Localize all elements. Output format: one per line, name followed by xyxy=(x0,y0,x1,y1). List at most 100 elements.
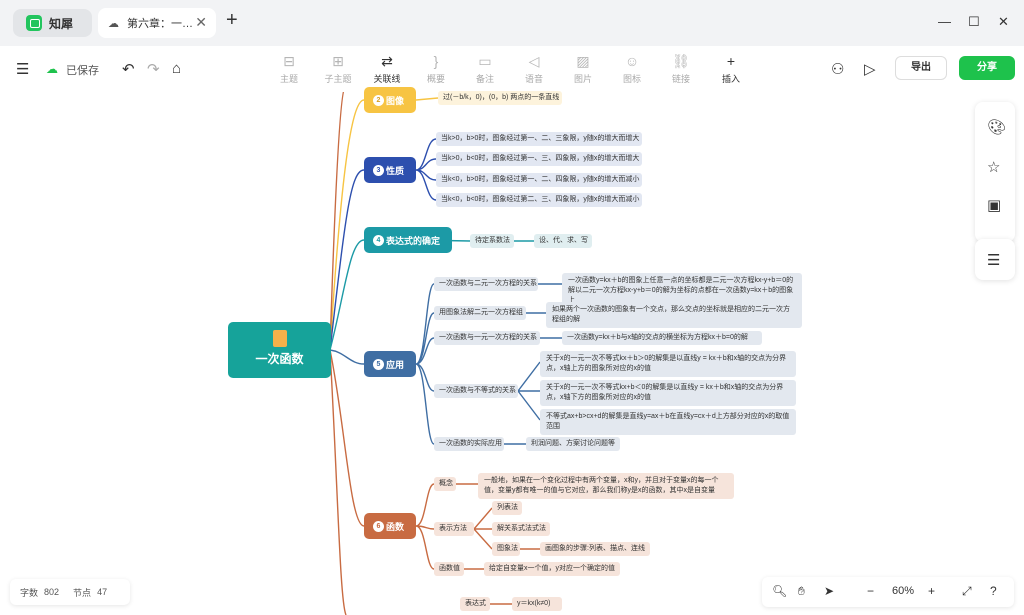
tool-7-button[interactable]: ☺图标 xyxy=(612,52,652,85)
tool-9-button[interactable]: +插入 xyxy=(711,52,751,85)
link-root-image xyxy=(329,99,365,351)
tool-label: 图片 xyxy=(573,74,592,84)
tool-icon: } xyxy=(433,53,439,69)
root-node[interactable]: 一次函数 xyxy=(228,322,331,378)
leaf-app-graphical-detail[interactable]: 如果两个一次函数的图象有一个交点，那么交点的坐标就是相应的二元一次方程组的解 xyxy=(546,302,802,328)
leaf-func-value-detail[interactable]: 给定自变量x一个值，y对应一个确定的值 xyxy=(484,562,620,576)
leaf-image-line[interactable]: 过(－b/k，0)，(0，b) 两点的一条直线 xyxy=(438,91,562,105)
leaf-property-3[interactable]: 当k<0，b>0时，图象经过第一、二、四象限，y随x的增大而减小 xyxy=(436,173,642,187)
new-tab-button[interactable]: + xyxy=(226,9,238,31)
export-button[interactable]: 导出 xyxy=(895,56,947,80)
tool-label: 子主题 xyxy=(324,74,352,84)
search-icon[interactable]: 🔍︎ xyxy=(772,584,788,598)
save-status: 已保存 xyxy=(66,65,99,77)
undo-icon[interactable]: ↶ xyxy=(122,61,135,78)
node-number-badge: 3 xyxy=(373,164,384,176)
right-side-panel: 🎨︎ ☆ ▣ xyxy=(975,102,1015,242)
leaf-app-inequality-gt[interactable]: 关于x的一元一次不等式kx＋b＞0的解集是以直线y = kx＋b和x轴的交点为分… xyxy=(540,351,796,377)
node-label: 图像 xyxy=(386,95,405,106)
leaf-app-inequality-lt[interactable]: 关于x的一元一次不等式kx+b＜0的解集是以直线y = kx＋b和x轴的交点为分… xyxy=(540,380,796,406)
link-root-application xyxy=(329,349,365,365)
leaf-app-inequality-range[interactable]: 不等式ax+b>cx+d的解集是直线y=ax＋b在直线y=cx＋d上方部分对应的… xyxy=(540,409,796,435)
leaf-app-practical[interactable]: 一次函数的实际应用 xyxy=(434,437,504,451)
node-count-label: 节点 xyxy=(73,587,92,598)
document-tab[interactable]: ☁第六章：一…✕ xyxy=(98,8,216,38)
hand-icon[interactable]: ✋︎ xyxy=(798,584,805,598)
leaf-expression-bottom[interactable]: 表达式 xyxy=(460,597,490,611)
minimize-button[interactable]: — xyxy=(938,14,951,29)
leaf-property-1[interactable]: 当k>0，b>0时，图象经过第一、二、三象限，y随x的增大而增大 xyxy=(436,132,642,146)
leaf-expression-steps[interactable]: 设、代、求、写 xyxy=(534,234,592,248)
tool-label: 概要 xyxy=(426,74,445,84)
tool-0-button[interactable]: ⊟主题 xyxy=(269,52,309,85)
leaf-func-graph[interactable]: 图象法 xyxy=(492,542,520,556)
title-bar: 知犀 ☁第六章：一…✕ + — ☐ ✕ xyxy=(0,0,1024,46)
leaf-app-linear-equation[interactable]: 一次函数与一元一次方程的关系 xyxy=(434,331,540,345)
zoom-in-button[interactable]: + xyxy=(928,584,936,598)
tool-3-button[interactable]: } 概要 xyxy=(416,52,456,85)
app-name: 知犀 xyxy=(49,16,74,31)
share-button[interactable]: 分享 xyxy=(959,56,1015,80)
leaf-func-graph-steps[interactable]: 画图象的步骤:列表、描点、连线 xyxy=(540,542,650,556)
leaf-app-equation-relation[interactable]: 一次函数与二元一次方程的关系 xyxy=(434,277,538,291)
tool-icon: ⇄ xyxy=(381,53,393,69)
cloud-icon: ☁ xyxy=(108,17,119,30)
maximize-button[interactable]: ☐ xyxy=(968,14,980,29)
collaborate-icon[interactable]: ⚇ xyxy=(831,61,845,78)
link-root-property xyxy=(329,169,365,351)
theme-palette-icon[interactable]: 🎨︎ xyxy=(987,119,1007,136)
present-icon[interactable]: ▷ xyxy=(864,61,876,78)
pointer-icon[interactable]: ➤ xyxy=(824,584,835,598)
fit-screen-icon[interactable]: ⤢ xyxy=(962,584,972,598)
app-logo-icon xyxy=(26,15,42,31)
node-number-badge: 6 xyxy=(373,520,384,532)
leaf-func-table[interactable]: 列表法 xyxy=(492,501,522,515)
leaf-func-concept-detail[interactable]: 一般地，如果在一个变化过程中有两个变量，x和y，并且对于变量x的每一个值，变量y… xyxy=(478,473,734,499)
tool-5-button[interactable]: ◁语音 xyxy=(514,52,554,85)
tool-label: 备注 xyxy=(475,74,494,84)
tool-4-button[interactable]: ▭ 备注 xyxy=(465,52,505,85)
close-window-button[interactable]: ✕ xyxy=(998,14,1009,29)
tool-icon: ▭ xyxy=(478,53,492,69)
style-star-icon[interactable]: ☆ xyxy=(987,159,1001,176)
leaf-expression-method[interactable]: 待定系数法 xyxy=(470,234,514,248)
status-bar: 字数 802 节点 47 xyxy=(10,579,130,605)
app-home-tab[interactable]: 知犀 xyxy=(13,9,92,37)
node-number-badge: 4 xyxy=(373,234,384,246)
node-label: 性质 xyxy=(386,165,405,176)
leaf-app-inequality[interactable]: 一次函数与不等式的关系 xyxy=(434,384,518,398)
outline-list-icon[interactable]: ☰ xyxy=(987,252,1001,269)
tool-icon: ⛓ xyxy=(672,53,690,69)
tool-label: 链接 xyxy=(671,74,690,84)
node-label: 应用 xyxy=(386,359,405,370)
leaf-property-4[interactable]: 当k<0，b<0时，图象经过第二、三、四象限，y随x的增大而减小 xyxy=(436,193,642,207)
tool-1-button[interactable]: ⊞子主题 xyxy=(318,52,358,85)
document-icon xyxy=(272,330,287,347)
format-painter-icon[interactable]: ⌂ xyxy=(172,60,182,77)
leaf-property-2[interactable]: 当k>0，b<0时，图象经过第一、三、四象限，y随x的增大而增大 xyxy=(436,152,642,166)
tool-label: 语音 xyxy=(524,74,543,84)
tool-6-button[interactable]: ▨图片 xyxy=(563,52,603,85)
leaf-app-linear-detail[interactable]: 一次函数y=kx＋b与x轴的交点的横坐标为方程kx＋b=0的解 xyxy=(562,331,762,345)
zoom-level: 60% xyxy=(892,585,915,597)
leaf-app-practical-detail[interactable]: 利润问题、方案讨论问题等 xyxy=(526,437,620,451)
leaf-expression-formula[interactable]: y＝kx(k≠0) xyxy=(512,597,562,611)
help-icon[interactable]: ? xyxy=(990,584,997,598)
tool-2-button[interactable]: ⇄关联线 xyxy=(367,52,407,85)
close-tab-icon[interactable]: ✕ xyxy=(195,14,207,30)
leaf-func-representation[interactable]: 表示方法 xyxy=(434,522,474,536)
menu-icon[interactable]: ☰ xyxy=(16,61,30,78)
leaf-func-concept[interactable]: 概念 xyxy=(434,477,456,491)
redo-icon[interactable]: ↷ xyxy=(147,61,160,78)
layout-icon[interactable]: ▣ xyxy=(987,197,1002,214)
leaf-func-value[interactable]: 函数值 xyxy=(434,562,464,576)
zoom-out-button[interactable]: − xyxy=(867,584,875,598)
leaf-func-formula[interactable]: 解关系式法式法 xyxy=(492,522,550,536)
tool-8-button[interactable]: ⛓ 链接 xyxy=(661,52,701,85)
leaf-app-graphical-method[interactable]: 用图象法解二元一次方程组 xyxy=(434,306,526,320)
